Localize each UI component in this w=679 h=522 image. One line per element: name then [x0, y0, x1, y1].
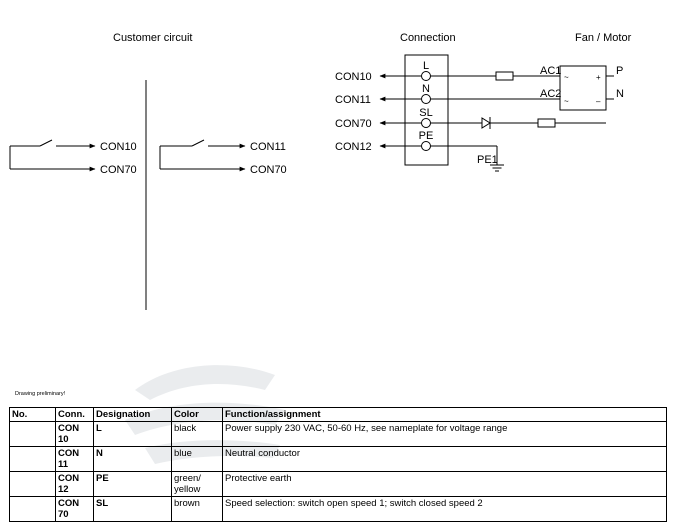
motor-plus-symbol: + — [596, 73, 601, 82]
fuse-symbol — [495, 71, 514, 81]
connection-wire-sl — [379, 117, 606, 129]
connection-wire-l — [379, 71, 560, 81]
column-header-color: Color — [171, 407, 223, 422]
cell-conn: CON 70 — [55, 496, 94, 522]
ac1-label: AC1 — [540, 65, 561, 77]
cell-color: black — [171, 421, 223, 447]
table-row: CON 11 N blue Neutral conductor — [9, 446, 667, 472]
cell-color: green/ yellow — [171, 471, 223, 497]
ground-icon — [490, 164, 504, 172]
terminal-n-label: N — [422, 83, 430, 95]
ac2-label: AC2 — [540, 88, 561, 100]
cell-function: Power supply 230 VAC, 50-60 Hz, see name… — [222, 421, 667, 447]
table-row: CON 70 SL brown Speed selection: switch … — [9, 496, 667, 522]
drawing-preliminary-note: Drawing preliminary! — [15, 391, 66, 397]
cell-designation: PE — [93, 471, 172, 497]
customer-switch-circuit-right — [159, 139, 246, 172]
connection-box — [404, 54, 449, 166]
con70-label: CON70 — [100, 164, 137, 176]
column-header-designation: Designation — [93, 407, 172, 422]
table-row: CON 10 L black Power supply 230 VAC, 50-… — [9, 421, 667, 447]
cell-no — [9, 496, 56, 522]
cell-designation: L — [93, 421, 172, 447]
cell-function: Speed selection: switch open speed 1; sw… — [222, 496, 667, 522]
con70-label: CON70 — [250, 164, 287, 176]
connection-wire-pe — [379, 141, 504, 172]
cell-no — [9, 471, 56, 497]
cell-no — [9, 446, 56, 472]
cell-conn: CON 12 — [55, 471, 94, 497]
fan-motor-title: Fan / Motor — [575, 32, 632, 44]
motor-minus-symbol: – — [596, 97, 601, 106]
con10-label: CON10 — [100, 141, 137, 153]
connection-table: No. Conn. Designation Color Function/ass… — [9, 407, 667, 522]
motor-p-label: P — [616, 65, 623, 77]
column-header-conn: Conn. — [55, 407, 94, 422]
connection-wire-n — [379, 94, 560, 104]
cell-color: blue — [171, 446, 223, 472]
cell-designation: N — [93, 446, 172, 472]
motor-n-label: N — [616, 88, 624, 100]
motor-ac-bottom-symbol: ~ — [564, 97, 569, 106]
cell-conn: CON 11 — [55, 446, 94, 472]
column-header-no: No. — [9, 407, 56, 422]
cell-conn: CON 10 — [55, 421, 94, 447]
con11-label: CON11 — [250, 141, 286, 153]
table-row: CON 12 PE green/ yellow Protective earth — [9, 471, 667, 497]
resistor-symbol — [537, 118, 556, 128]
con10-label: CON10 — [335, 71, 372, 83]
connection-title: Connection — [400, 32, 456, 44]
switch-contact — [39, 139, 53, 147]
customer-switch-circuit-left — [9, 139, 96, 172]
switch-contact — [191, 139, 205, 147]
cell-function: Protective earth — [222, 471, 667, 497]
column-header-function: Function/assignment — [222, 407, 667, 422]
terminal-pe-label: PE — [419, 130, 434, 142]
con70-label: CON70 — [335, 118, 372, 130]
motor-ac-top-symbol: ~ — [564, 73, 569, 82]
cell-designation: SL — [93, 496, 172, 522]
customer-circuit-title: Customer circuit — [113, 32, 193, 44]
con12-label: CON12 — [335, 141, 372, 153]
cell-function: Neutral conductor — [222, 446, 667, 472]
cell-color: brown — [171, 496, 223, 522]
cell-no — [9, 421, 56, 447]
pe1-label: PE1 — [477, 154, 498, 166]
motor-box — [559, 65, 607, 111]
terminal-sl-label: SL — [419, 107, 432, 119]
diode-symbol — [481, 117, 491, 129]
wiring-diagram: CON10 CON70 CON11 CON70 CON10 CON11 CON7… — [9, 54, 624, 310]
con11-label: CON11 — [335, 94, 371, 106]
terminal-l-label: L — [423, 60, 429, 72]
table-header-row: No. Conn. Designation Color Function/ass… — [9, 407, 667, 422]
